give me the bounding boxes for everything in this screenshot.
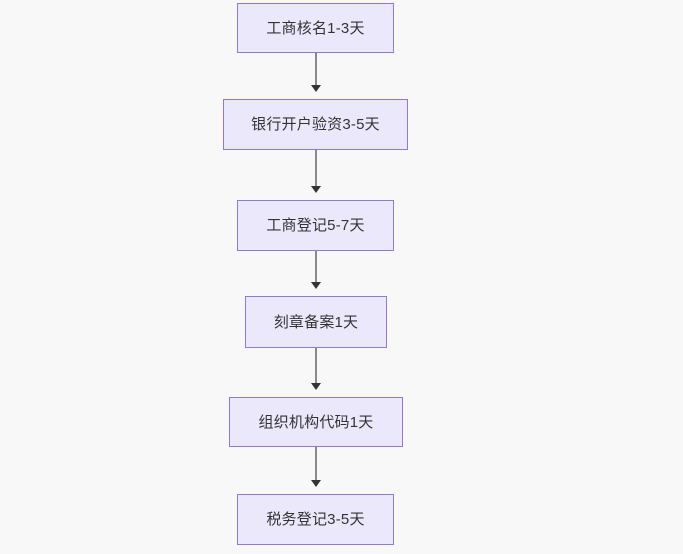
node-label: 刻章备案1天 xyxy=(273,313,359,331)
node-label: 工商登记5-7天 xyxy=(266,217,365,234)
flowchart-node-step-2[interactable]: 银行开户验资3-5天 xyxy=(223,99,408,150)
flowchart-connector-1 xyxy=(315,53,317,85)
flowchart-node-step-1[interactable]: 工商核名1-3天 xyxy=(237,3,394,53)
flowchart-connector-5 xyxy=(315,447,317,480)
node-label: 工商核名1-3天 xyxy=(266,19,365,37)
node-label: 银行开户验资3-5天 xyxy=(251,116,380,133)
arrow-down-icon xyxy=(311,186,321,193)
flowchart-node-step-4[interactable]: 刻章备案1天 xyxy=(245,296,387,348)
flowchart-node-step-3[interactable]: 工商登记5-7天 xyxy=(237,200,394,251)
flowchart-connector-3 xyxy=(315,251,317,282)
arrow-down-icon xyxy=(311,480,321,487)
arrow-down-icon xyxy=(311,383,321,390)
arrow-down-icon xyxy=(311,282,321,289)
node-label: 税务登记3-5天 xyxy=(266,511,365,528)
arrow-down-icon xyxy=(311,85,321,92)
node-label: 组织机构代码1天 xyxy=(258,413,374,431)
flowchart-node-step-6[interactable]: 税务登记3-5天 xyxy=(237,494,394,545)
flowchart-connector-4 xyxy=(315,348,317,383)
flowchart-node-step-5[interactable]: 组织机构代码1天 xyxy=(229,397,403,447)
flowchart-connector-2 xyxy=(315,150,317,186)
